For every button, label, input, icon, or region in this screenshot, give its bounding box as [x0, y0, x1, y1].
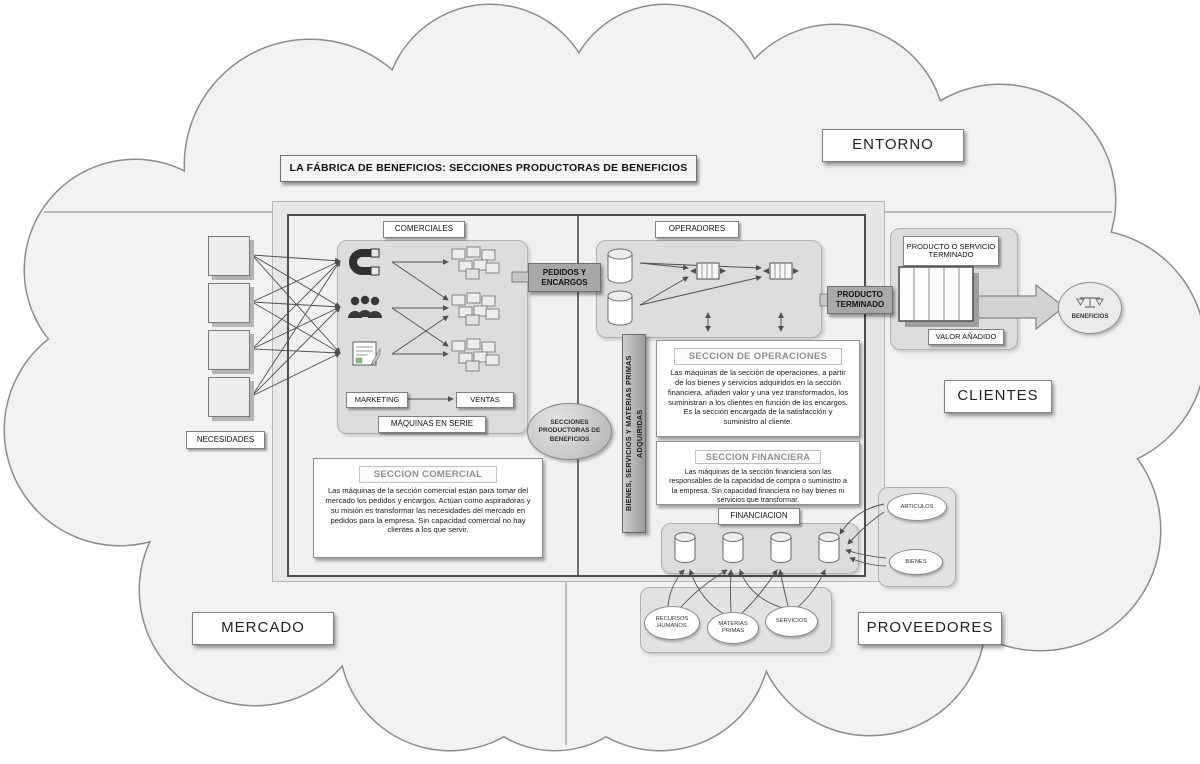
seccion-operaciones-text: Las máquinas de la sección de operacione… [667, 368, 849, 427]
seccion-operaciones-box: SECCION DE OPERACIONES Las máquinas de l… [656, 340, 860, 437]
seccion-comercial-title: SECCION COMERCIAL [358, 466, 498, 483]
region-mercado: MERCADO [192, 612, 334, 645]
ventas-label: VENTAS [456, 392, 514, 408]
necesidad-box [208, 236, 250, 276]
seccion-comercial-box: SECCION COMERCIAL Las máquinas de la sec… [313, 458, 543, 558]
seccion-financiera-box: SECCION FINANCIERA Las máquinas de la se… [656, 441, 860, 505]
recursos-humanos-ellipse: RECURSOS HUMANOS [644, 606, 700, 640]
region-clientes: CLIENTES [944, 380, 1052, 413]
bienes-ellipse: BIENES [889, 549, 943, 575]
producto-o-servicio-label: PRODUCTO O SERVICIO TERMINADO [903, 236, 999, 266]
necesidad-box [208, 283, 250, 323]
beneficios-label: BENEFICIOS [1071, 314, 1109, 320]
seccion-comercial-text: Las máquinas de la sección comercial est… [325, 486, 531, 535]
cylinder-icon [673, 531, 697, 569]
inner-divider [577, 216, 579, 575]
operadores-label: OPERADORES [655, 221, 739, 238]
cylinder-icon [606, 247, 634, 290]
marketing-label: MARKETING [346, 392, 408, 408]
boxes-cluster-icon [450, 338, 500, 377]
necesidades-label: NECESIDADES [186, 431, 265, 449]
seccion-financiera-text: Las máquinas de la sección financiera so… [669, 467, 847, 505]
scales-icon [1076, 296, 1104, 312]
maquinas-en-serie-label: MÁQUINAS EN SERIE [378, 416, 486, 433]
bienes-servicios-bar: BIENES, SERVICIOS Y MATERIAS PRIMAS ADQU… [622, 334, 646, 533]
producto-terminado-label: PRODUCTO TERMINADO [827, 286, 893, 314]
necesidad-box [208, 330, 250, 370]
machine-icon [690, 258, 726, 291]
machine-icon [763, 258, 799, 291]
people-icon [346, 294, 384, 327]
region-entorno: ENTORNO [822, 129, 964, 162]
secciones-productoras-ellipse: SECCIONES PRODUCTORAS DE BENEFICIOS [527, 403, 612, 460]
pedidos-y-encargos-label: PEDIDOS Y ENCARGOS [528, 263, 601, 292]
region-proveedores: PROVEEDORES [858, 612, 1002, 645]
cylinder-icon [606, 289, 634, 332]
valor-anadido-label: VALOR AÑADIDO [928, 329, 1004, 345]
cylinder-icon [721, 531, 745, 569]
cylinder-icon [817, 531, 841, 569]
note-icon [352, 340, 382, 373]
seccion-operaciones-title: SECCION DE OPERACIONES [673, 348, 843, 365]
boxes-cluster-icon [450, 246, 500, 285]
beneficios-ellipse: BENEFICIOS [1058, 282, 1122, 334]
servicios-ellipse: SERVICIOS [765, 606, 818, 637]
cylinder-icon [769, 531, 793, 569]
magnet-icon [348, 246, 384, 283]
boxes-cluster-icon [450, 292, 500, 331]
seccion-financiera-title: SECCION FINANCIERA [694, 450, 822, 464]
comerciales-label: COMERCIALES [383, 221, 465, 238]
necesidad-box [208, 377, 250, 417]
financiacion-label: FINANCIACION [718, 508, 800, 525]
diagram-title: LA FÁBRICA DE BENEFICIOS: SECCIONES PROD… [280, 155, 697, 182]
crate-icon [898, 266, 986, 337]
articulos-ellipse: ARTICULOS [887, 493, 947, 521]
bienes-servicios-bar-label: BIENES, SERVICIOS Y MATERIAS PRIMAS ADQU… [623, 355, 644, 512]
materias-primas-ellipse: MATERIAS PRIMAS [707, 612, 759, 644]
